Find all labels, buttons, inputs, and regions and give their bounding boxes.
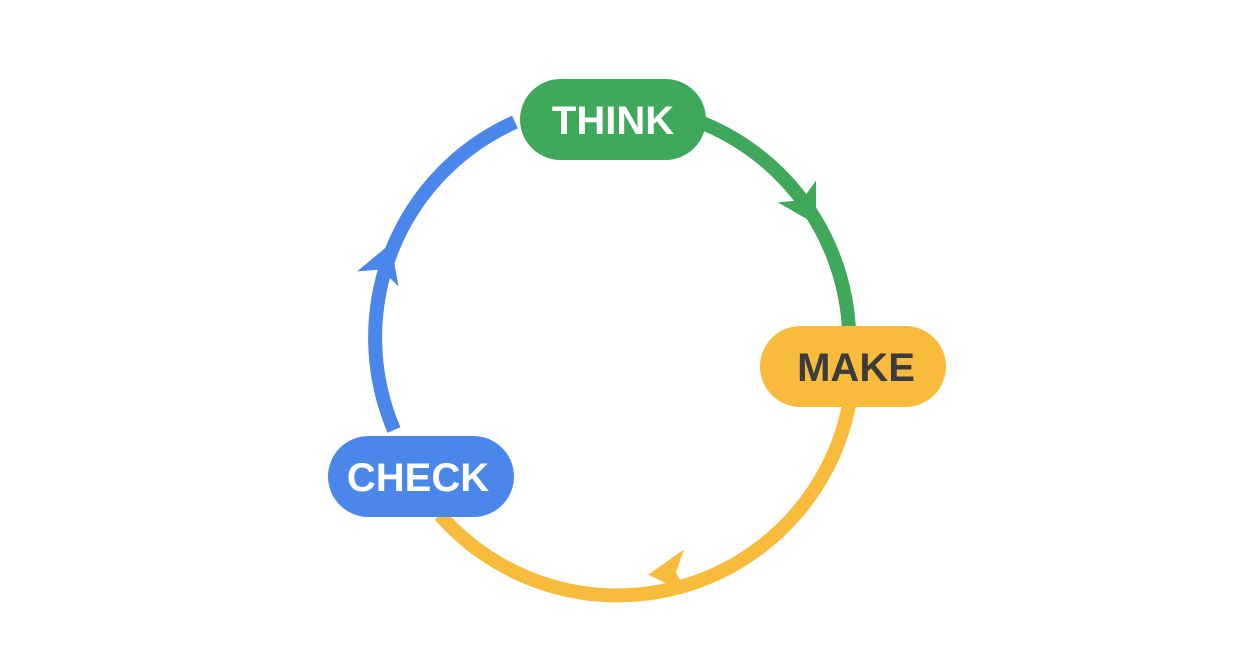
arc-think-to-make bbox=[697, 115, 856, 331]
step-make-label: MAKE bbox=[797, 346, 915, 390]
step-check-pill bbox=[328, 436, 514, 517]
arrow-head-green bbox=[777, 180, 817, 225]
arrow-head-blue bbox=[357, 243, 399, 287]
step-make-pill bbox=[760, 326, 946, 407]
step-check-label: CHECK bbox=[347, 456, 489, 500]
step-think-label: THINK bbox=[552, 99, 674, 143]
step-think-pill bbox=[520, 79, 706, 160]
step-check: CHECK bbox=[328, 436, 514, 517]
arrow-head-yellow bbox=[648, 549, 688, 594]
step-think: THINK bbox=[520, 79, 706, 160]
step-make: MAKE bbox=[760, 326, 946, 407]
